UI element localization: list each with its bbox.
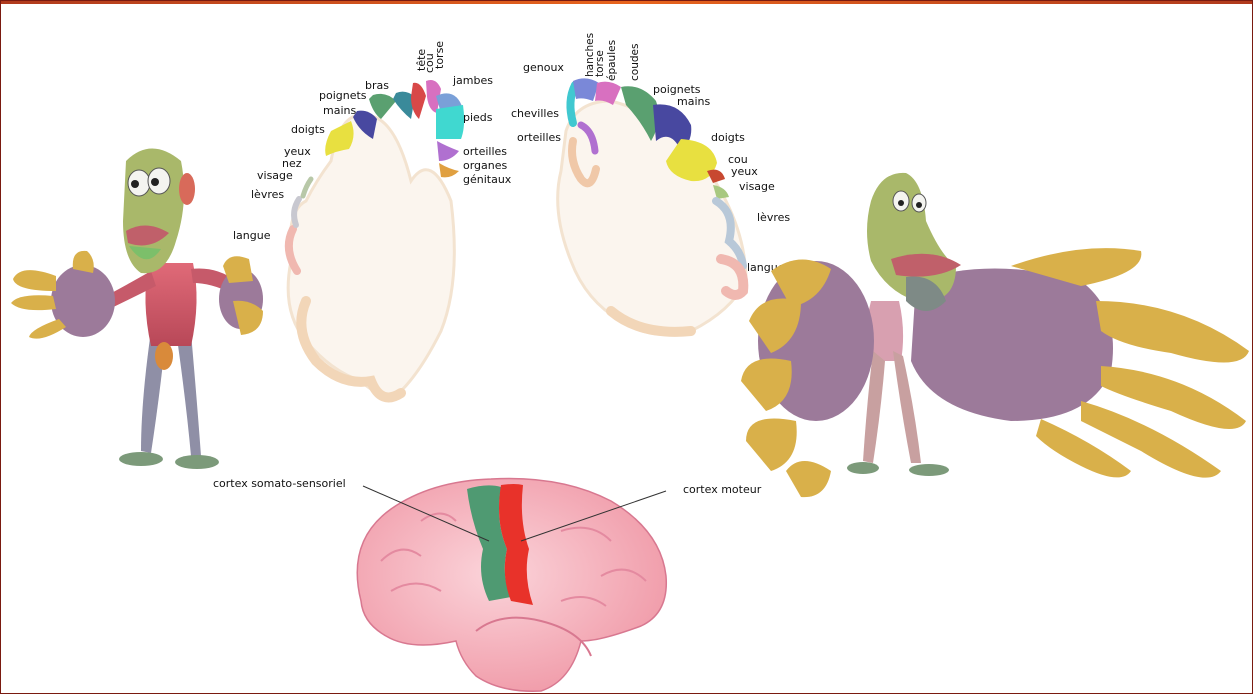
label-doigts: doigts bbox=[711, 131, 745, 144]
label-epaules: épaules bbox=[606, 40, 618, 81]
label-torse: torse bbox=[433, 41, 446, 69]
sensory-cortex-section: tête cou torse bras poignets mains doigt… bbox=[233, 41, 512, 398]
label-bras: bras bbox=[365, 79, 389, 92]
left-finger bbox=[746, 419, 797, 472]
label-pieds: pieds bbox=[463, 111, 493, 124]
region-orteilles bbox=[437, 141, 459, 161]
label-chevilles: chevilles bbox=[511, 107, 559, 120]
motor-cortex-section: genoux hanches torse épaules coudes poig… bbox=[511, 33, 790, 334]
left-foot bbox=[119, 452, 163, 466]
region-genoux bbox=[573, 78, 599, 101]
label-sensory-cortex: cortex somato-sensoriel bbox=[213, 477, 346, 490]
region-cou bbox=[411, 83, 426, 119]
brain-illustration: cortex somato-sensoriel cortex moteur bbox=[213, 477, 762, 691]
left-finger bbox=[13, 270, 56, 291]
label-visage: visage bbox=[739, 180, 775, 193]
right-foot bbox=[909, 464, 949, 476]
left-finger bbox=[11, 295, 56, 310]
label-doigts: doigts bbox=[291, 123, 325, 136]
left-foot bbox=[847, 462, 879, 474]
label-poignets: poignets bbox=[319, 89, 367, 102]
label-yeux: yeux bbox=[731, 165, 758, 178]
label-orteilles: orteilles bbox=[517, 131, 561, 144]
sensory-homunculus-figure bbox=[11, 149, 263, 470]
pupil bbox=[131, 180, 139, 188]
left-thumb bbox=[786, 461, 831, 497]
right-foot bbox=[175, 455, 219, 469]
pupil bbox=[898, 200, 904, 206]
label-orteilles: orteilles bbox=[463, 145, 507, 158]
ear bbox=[179, 173, 195, 205]
region-pieds bbox=[436, 105, 464, 139]
label-mains: mains bbox=[323, 104, 356, 117]
right-leg bbox=[176, 331, 201, 456]
label-langue: langue bbox=[233, 229, 271, 242]
label-motor-cortex: cortex moteur bbox=[683, 483, 762, 496]
region-organes bbox=[439, 163, 459, 177]
torso bbox=[145, 263, 196, 346]
label-levres: lèvres bbox=[251, 188, 284, 201]
label-mains: mains bbox=[677, 95, 710, 108]
left-finger bbox=[29, 319, 66, 339]
label-visage: visage bbox=[257, 169, 293, 182]
right-finger bbox=[1096, 301, 1249, 363]
label-jambes: jambes bbox=[452, 74, 493, 87]
label-coudes: coudes bbox=[629, 44, 641, 81]
label-organes: organes bbox=[463, 159, 508, 172]
pupil bbox=[916, 202, 922, 208]
region-chevilles bbox=[570, 85, 575, 123]
label-genoux: genoux bbox=[523, 61, 564, 74]
motor-homunculus-figure bbox=[741, 173, 1249, 497]
pupil bbox=[151, 178, 159, 186]
label-torse: torse bbox=[594, 50, 606, 77]
genitals bbox=[155, 342, 173, 370]
label-genitaux: génitaux bbox=[463, 173, 512, 186]
label-levres: lèvres bbox=[757, 211, 790, 224]
